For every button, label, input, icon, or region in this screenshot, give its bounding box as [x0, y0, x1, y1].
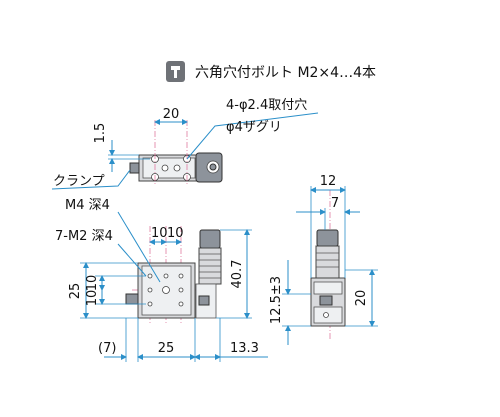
front-clamp-screw [125, 293, 139, 305]
top-view: 20 1.5 4-φ2.4取付穴 φ4ザグリ クランプ [51, 98, 319, 190]
side-view: 12 7 12.5±3 20 [269, 174, 378, 345]
legend-text: 六角穴付ボルト M2×4…4本 [195, 65, 376, 81]
callout-leader [186, 112, 319, 160]
clamp-leader [51, 169, 131, 190]
legend: 六角穴付ボルト M2×4…4本 [166, 61, 376, 82]
dim-front-top-left: 10 [151, 226, 168, 241]
dim-side-12: 12 [320, 174, 337, 189]
dim-front-top-right: 10 [167, 226, 184, 241]
label-m2: 7-M2 深4 [55, 229, 113, 244]
dim-front-bottom-7: (7) [98, 341, 116, 356]
dim-front-bottom-25: 25 [158, 341, 175, 356]
dim-front-height: 40.7 [230, 260, 245, 289]
front-view: 10 10 M4 深4 7-M2 深4 25 10 10 40.7 (7) 25 [55, 198, 268, 362]
bolt-head-icon [166, 61, 185, 82]
side-micrometer [315, 245, 340, 279]
top-view-plate [142, 157, 196, 179]
dim-top-height: 1.5 [93, 123, 108, 144]
clamp-screw [129, 162, 140, 174]
callout-holes: 4-φ2.4取付穴 [226, 98, 307, 113]
dim-front-left-10b: 10 [85, 290, 100, 307]
dim-top-width: 20 [163, 107, 180, 122]
dim-side-7: 7 [331, 196, 339, 211]
dim-side-125: 12.5±3 [269, 276, 284, 324]
label-m4: M4 深4 [65, 198, 110, 213]
dim-front-bottom-133: 13.3 [230, 341, 259, 356]
dim-front-left-25: 25 [68, 283, 83, 300]
dim-front-left-10a: 10 [85, 275, 100, 292]
dim-side-20: 20 [354, 290, 369, 307]
callout-clamp: クランプ [53, 174, 105, 189]
micrometer-thimble-top [199, 229, 221, 249]
center-hole [162, 286, 170, 294]
side-micrometer-top [316, 229, 339, 247]
callout-counterbore: φ4ザグリ [226, 120, 282, 135]
